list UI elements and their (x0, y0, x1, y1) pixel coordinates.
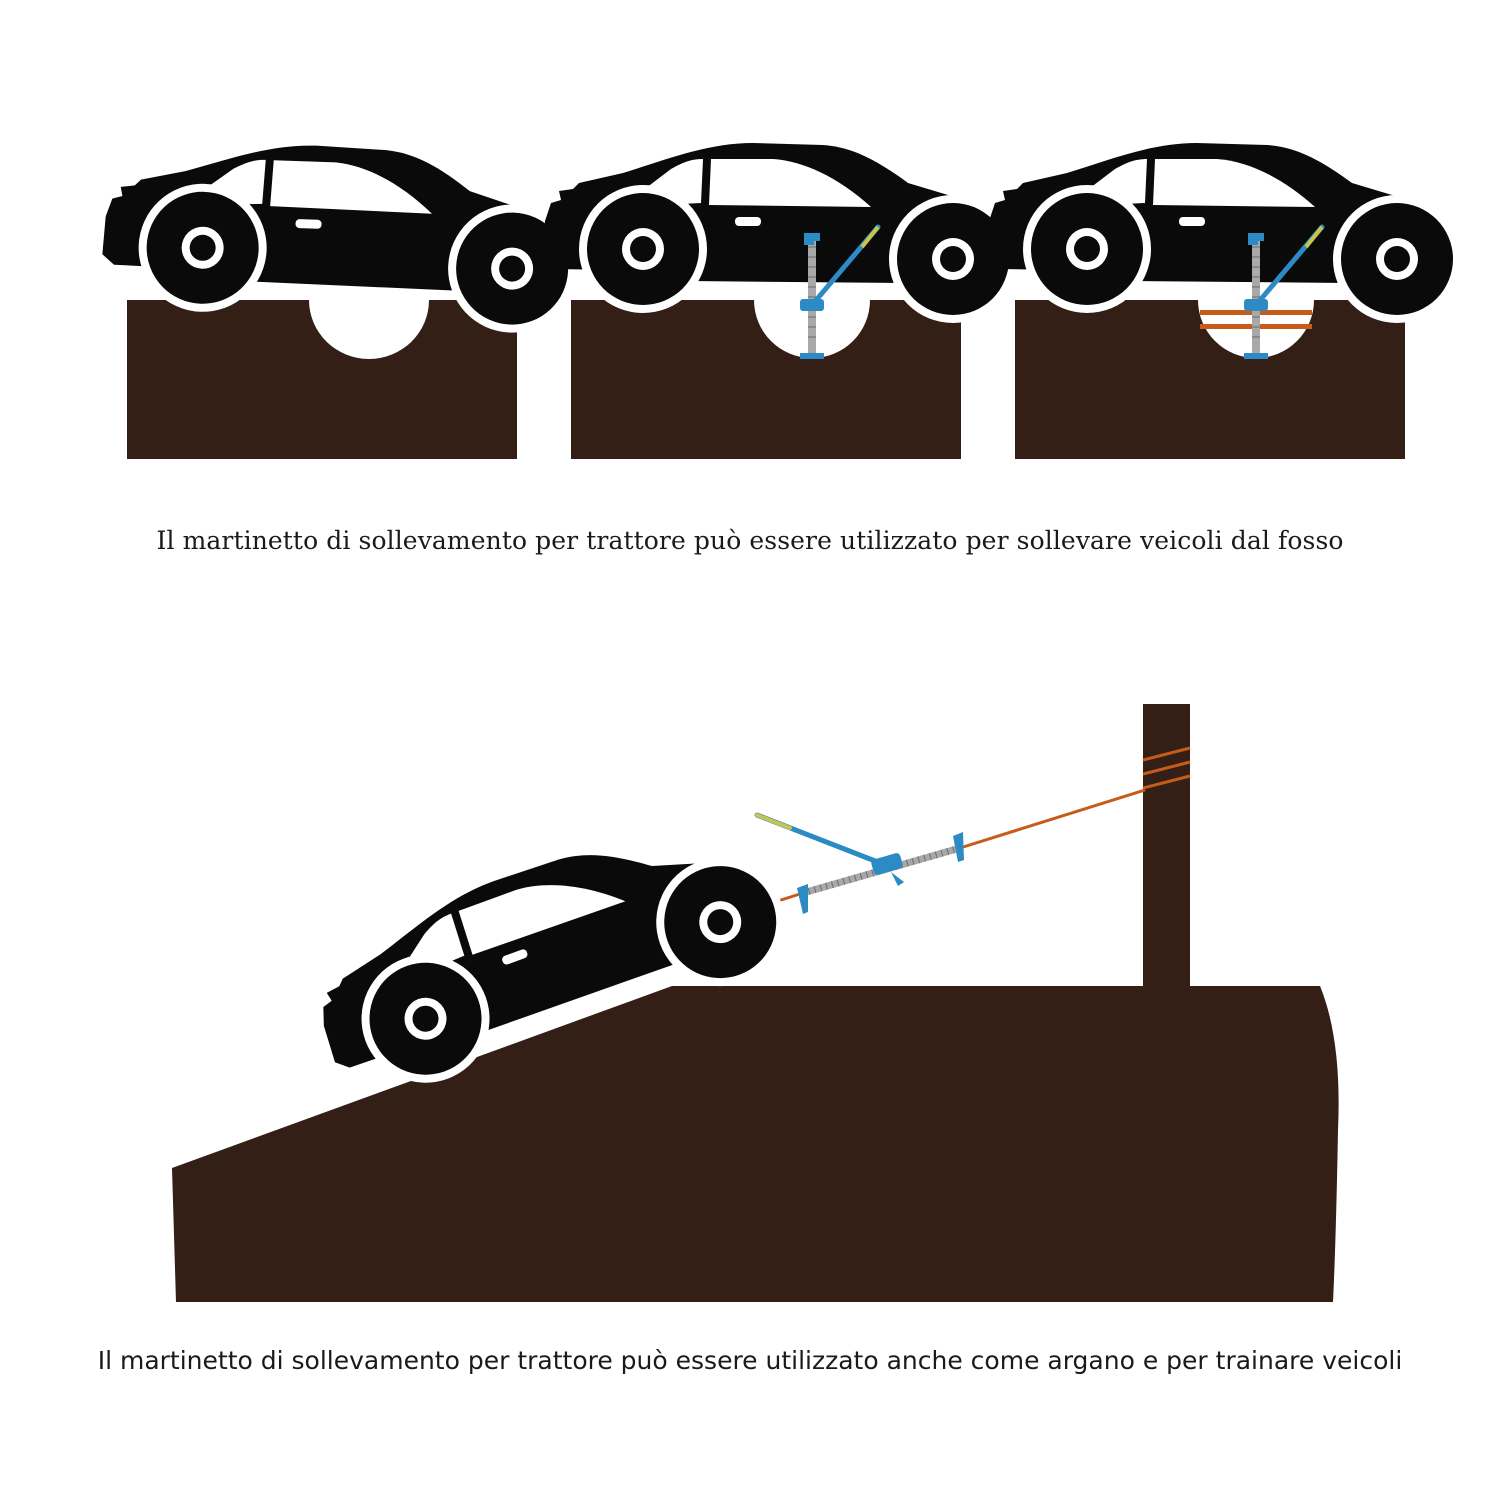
anchor-post-icon (1143, 704, 1190, 989)
caption-bottom: Il martinetto di sollevamento per tratto… (97, 1346, 1403, 1375)
step-3-planks-inserted (987, 143, 1461, 459)
step-2-jack-placed (543, 143, 1017, 459)
farm-jack-icon (754, 812, 964, 914)
step-1-car-in-ditch (100, 138, 581, 459)
winch-scene (172, 704, 1339, 1302)
caption-top: Il martinetto di sollevamento per tratto… (156, 526, 1344, 555)
